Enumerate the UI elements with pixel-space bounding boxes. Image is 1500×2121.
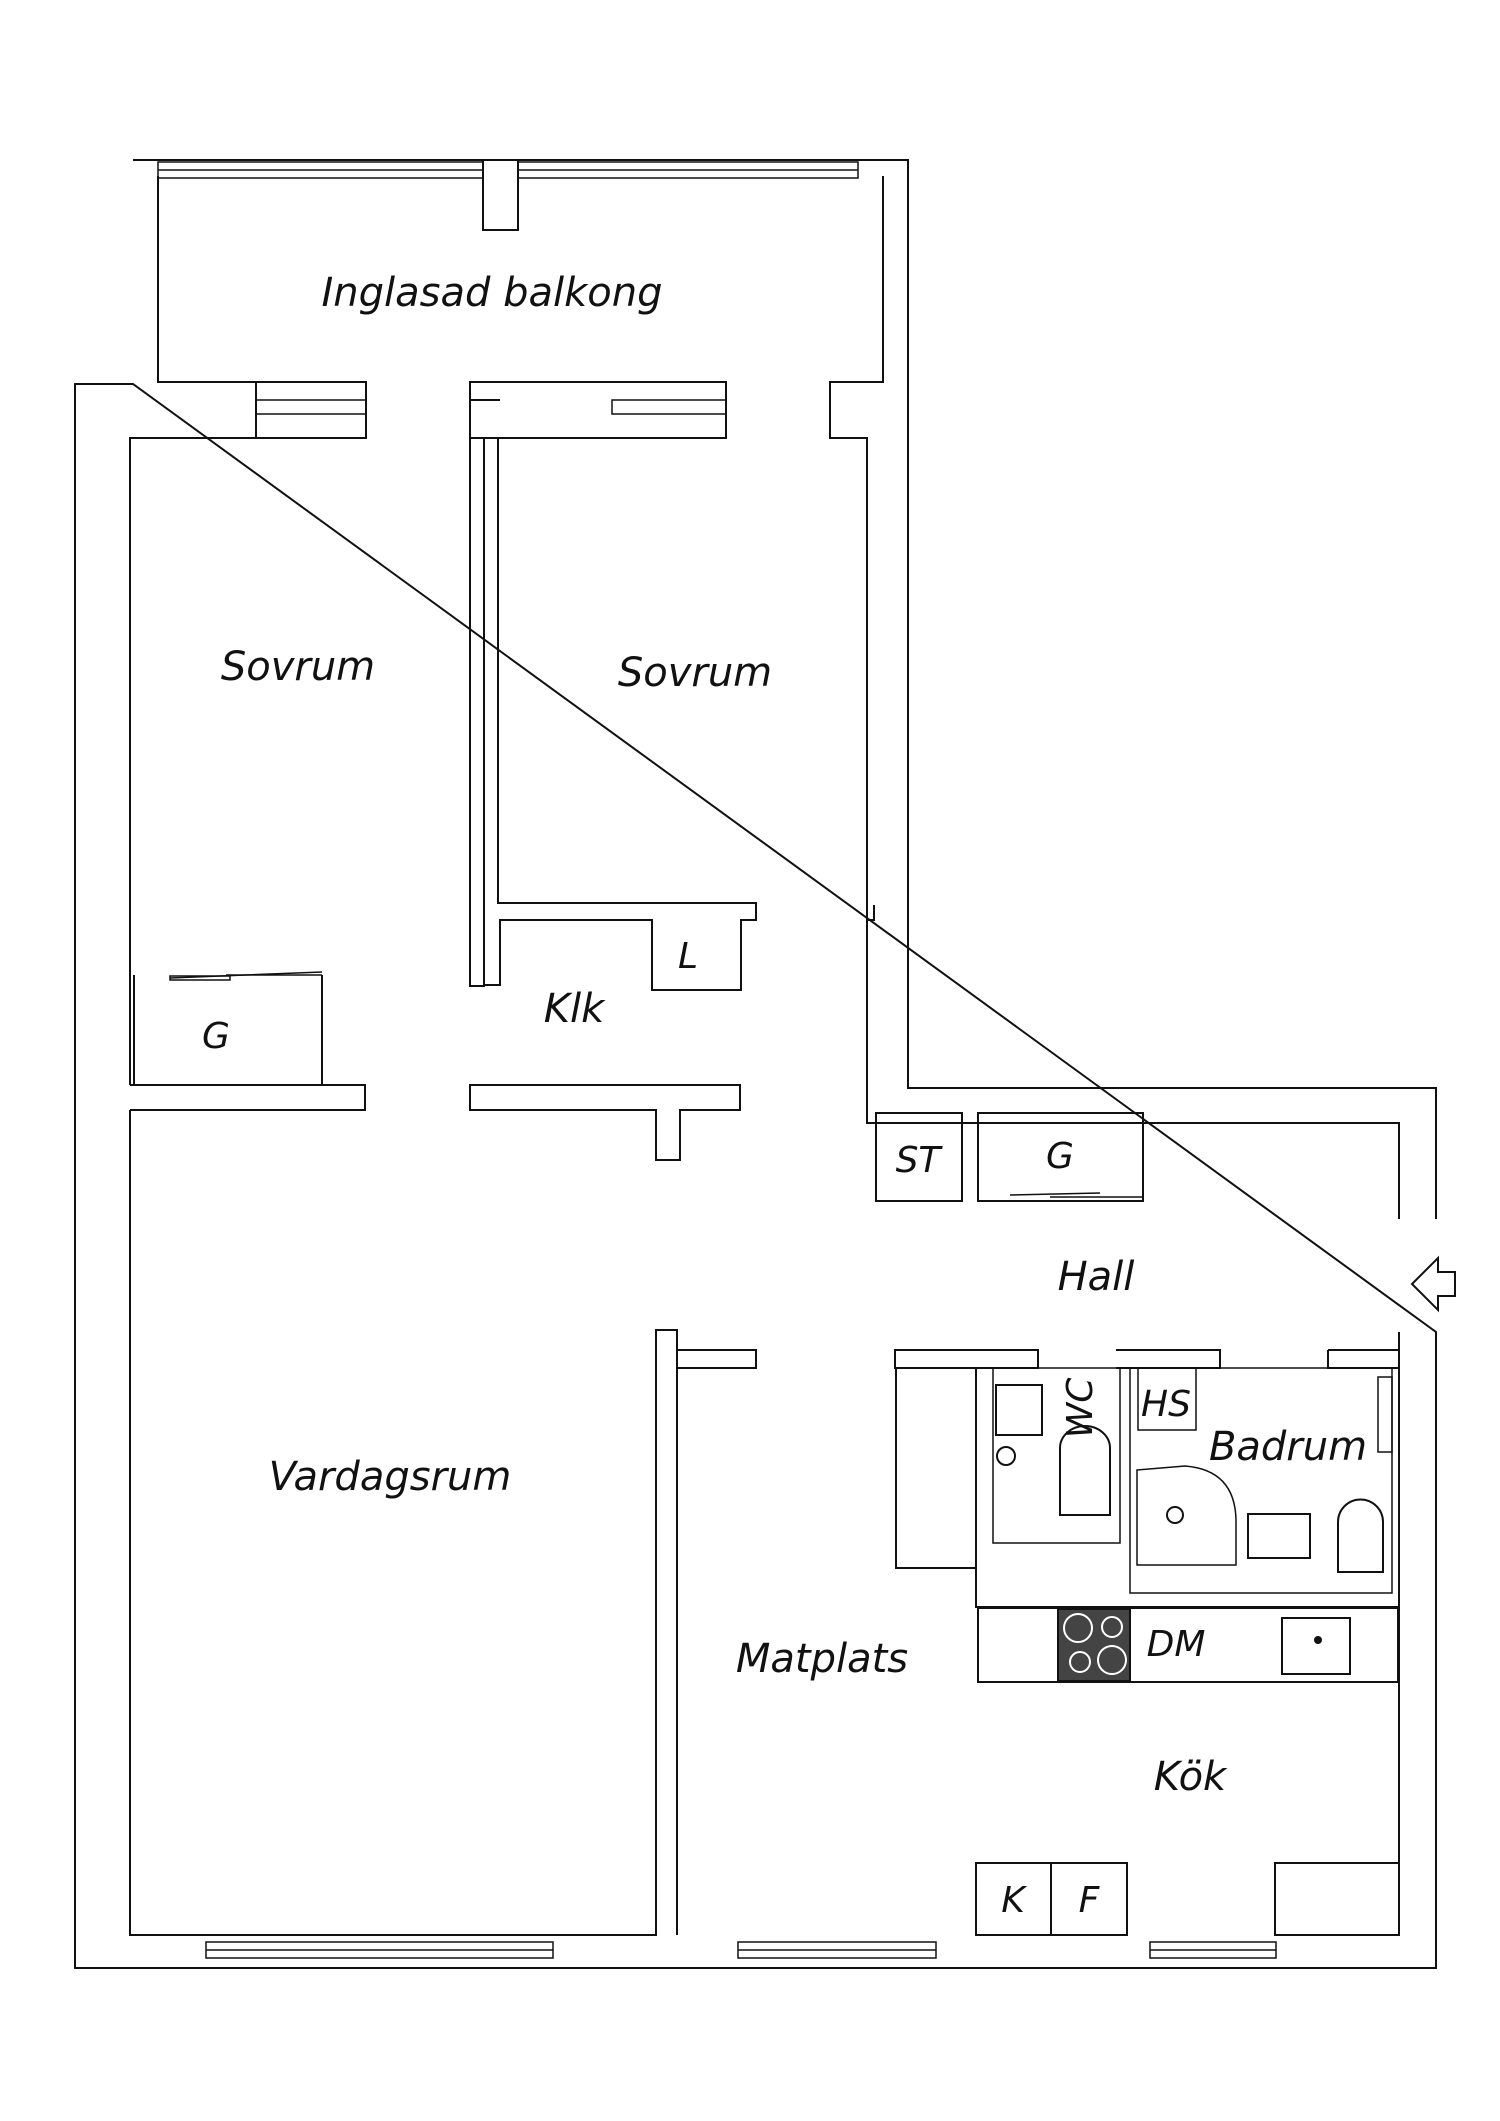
room-label-closet-left: G xyxy=(202,1016,230,1057)
entrance-arrow-icon xyxy=(1410,1255,1456,1313)
room-label-linen: L xyxy=(678,936,698,977)
room-label-dining: Matplats xyxy=(736,1636,908,1682)
toilet-icon xyxy=(1337,1498,1384,1573)
room-label-hall: Hall xyxy=(1058,1254,1135,1300)
room-label-balcony: Inglasad balkong xyxy=(321,270,662,316)
appliance-label-fridge: K xyxy=(1001,1880,1027,1921)
shower-icon xyxy=(1136,1465,1237,1566)
room-label-storage: ST xyxy=(896,1140,944,1181)
bedroom-windows xyxy=(255,381,727,439)
room-label-bathroom: Badrum xyxy=(1209,1424,1367,1470)
appliance-label-dishwasher: DM xyxy=(1147,1624,1206,1665)
room-label-hs: HS xyxy=(1141,1384,1191,1425)
bottom-windows xyxy=(205,1941,1277,1959)
room-label-bedroom-right: Sovrum xyxy=(618,650,772,696)
appliance-label-freezer: F xyxy=(1079,1880,1101,1921)
room-label-klk: Klk xyxy=(544,986,606,1032)
room-label-kitchen: Kök xyxy=(1154,1754,1228,1800)
balcony-windows xyxy=(157,159,859,231)
stove-icon xyxy=(1057,1608,1131,1682)
room-label-living: Vardagsrum xyxy=(269,1454,512,1500)
wet-rooms xyxy=(895,1332,1400,1608)
outer-walls xyxy=(74,159,1437,1969)
kitchen-counter xyxy=(975,1607,1400,1936)
toilet-icon xyxy=(1059,1425,1111,1516)
sink-icon xyxy=(1247,1513,1311,1559)
sink-icon xyxy=(1281,1617,1351,1675)
sink-icon xyxy=(995,1384,1043,1436)
room-label-closet-hall: G xyxy=(1046,1136,1074,1177)
room-label-bedroom-left: Sovrum xyxy=(221,644,375,690)
tap-icon xyxy=(996,1446,1016,1466)
room-label-wc: WC xyxy=(1060,1377,1101,1439)
interior-walls xyxy=(130,437,1399,1369)
